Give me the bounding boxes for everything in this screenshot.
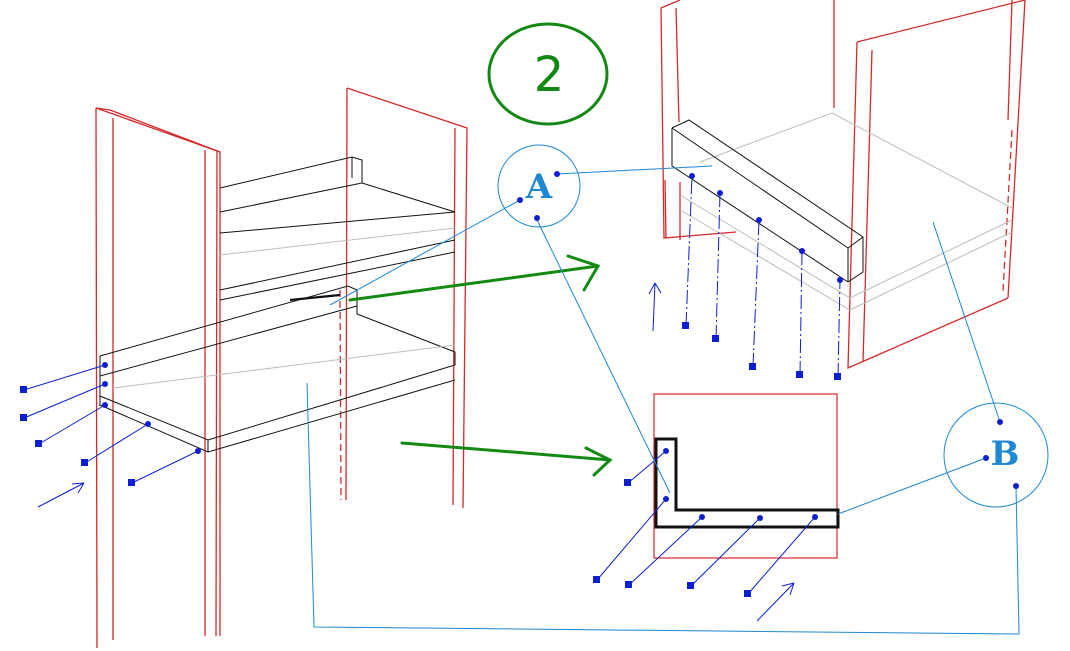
step-number-text: 2 <box>534 47 565 103</box>
arrow-to-corner-detail <box>348 254 601 302</box>
step-number-badge: 2 <box>487 22 609 126</box>
callout-b-label: B <box>991 434 1020 474</box>
green-arrows <box>348 254 613 477</box>
left-fastener-markers <box>20 362 201 508</box>
left-shelf-lines <box>99 156 456 453</box>
left-frame-uprights <box>95 87 468 649</box>
callout-a-label: A <box>525 167 553 207</box>
left-shelf-assembly <box>20 87 468 649</box>
section-fastener-markers <box>593 448 818 622</box>
corner-fastener-markers <box>648 173 843 380</box>
corner-frame <box>660 0 1026 370</box>
corner-hidden-lines <box>679 112 1013 311</box>
left-shelf-hidden-lines <box>112 227 456 389</box>
corner-detail-3d <box>648 0 1026 380</box>
section-frame <box>653 393 838 559</box>
corner-shelf-lines <box>671 119 864 283</box>
profile-section-detail <box>593 393 840 622</box>
l-profile <box>654 437 840 529</box>
arrow-to-section-detail <box>400 441 613 477</box>
callout-a: A <box>329 144 713 494</box>
callout-b: B <box>306 221 1049 635</box>
